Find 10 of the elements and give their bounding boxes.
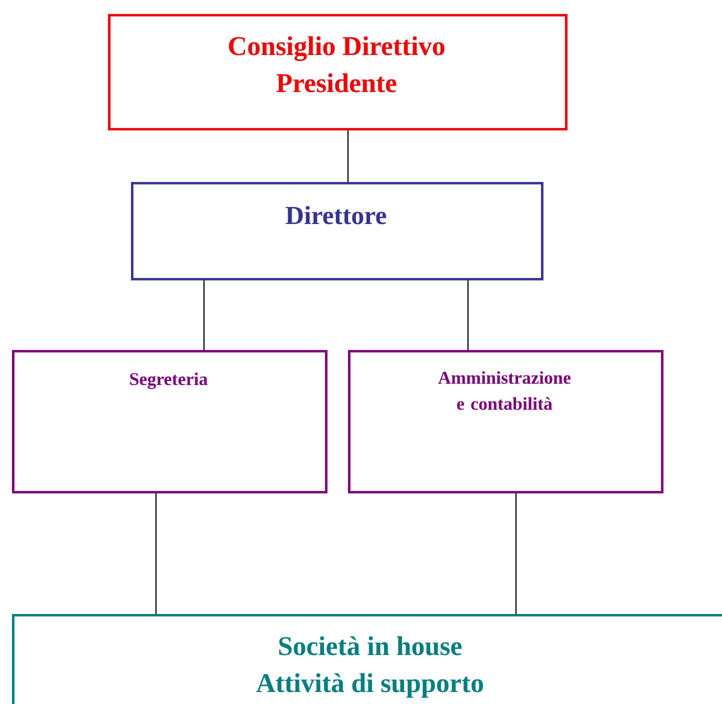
connector-line bbox=[155, 493, 157, 614]
office-box: Amministrazione e contabilità bbox=[348, 350, 664, 494]
connector-line bbox=[203, 280, 205, 350]
board-box: Consiglio Direttivo Presidente bbox=[108, 14, 568, 130]
connector-line bbox=[347, 130, 349, 182]
connector-line bbox=[515, 493, 517, 614]
office-box: Segreteria bbox=[12, 350, 328, 494]
support-box: Società in house Attività di supporto bbox=[12, 614, 722, 704]
director-box: Direttore bbox=[131, 182, 544, 280]
connector-line bbox=[467, 280, 469, 350]
